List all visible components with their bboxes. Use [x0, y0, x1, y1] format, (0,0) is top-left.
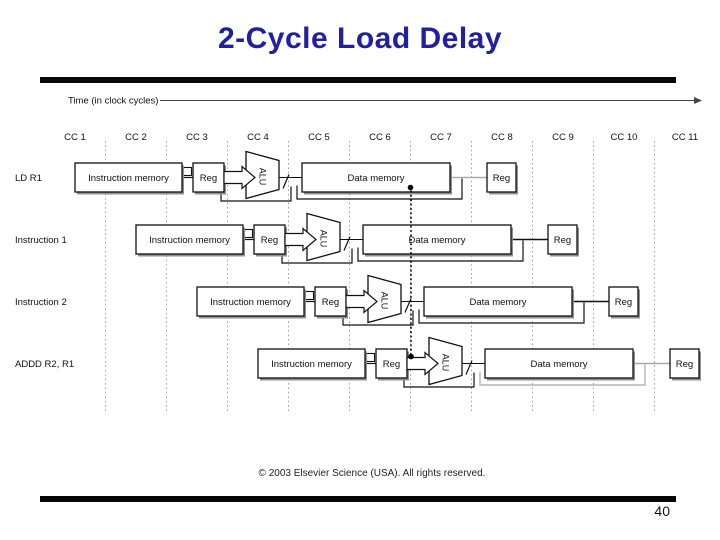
memory-bypass-path [357, 240, 524, 262]
footer-rule [40, 496, 676, 502]
clock-cycle-label: CC 9 [552, 132, 574, 143]
memory-bypass-path [479, 364, 646, 386]
stage-instruction-memory-label: Instruction memory [149, 235, 230, 246]
forwarding-target-dot [408, 353, 414, 360]
stage-alu-label: ALU [319, 230, 329, 248]
stage-register-write-label: Reg [615, 297, 632, 308]
stage-register-read [253, 224, 286, 255]
clock-cycle-label: CC 8 [491, 132, 513, 143]
stage-instruction-memory [74, 162, 183, 193]
alu-output-slash-icon [282, 174, 290, 189]
stage-alu-label: ALU [441, 354, 451, 372]
im-reg-latch [182, 166, 193, 177]
stage-register-write [608, 286, 639, 317]
memory-bypass-path [418, 302, 585, 324]
pipeline-row-addd-r2-r1: ADDD R2, R1 Instruction memory Reg ALU Data … [15, 336, 701, 388]
stage-register-read [192, 162, 225, 193]
im-reg-latch [304, 290, 315, 301]
stage-data-memory [362, 224, 512, 255]
stage-instruction-memory [135, 224, 244, 255]
stage-data-memory-label: Data memory [347, 173, 404, 184]
im-reg-latch [243, 228, 254, 239]
clock-cycle-label: CC 11 [672, 132, 698, 143]
clock-cycle-label: CC 5 [308, 132, 330, 143]
clock-cycle-label: CC 6 [369, 132, 391, 143]
stage-register-write-label: Reg [554, 235, 571, 246]
stage-instruction-memory-label: Instruction memory [88, 173, 169, 184]
stage-instruction-memory [196, 286, 305, 317]
stage-register-read-label: Reg [383, 359, 400, 370]
stage-data-memory-label: Data memory [469, 297, 526, 308]
instruction-label: Instruction 1 [15, 235, 67, 246]
clock-cycle-label: CC 10 [611, 132, 638, 143]
alu-bypass-path [403, 372, 475, 388]
alu-output-slash-icon [343, 236, 351, 251]
clock-cycle-label: CC 1 [64, 132, 86, 143]
stage-register-read-label: Reg [200, 173, 217, 184]
reg-alu-fat-arrow-icon [223, 165, 256, 190]
stage-instruction-memory [257, 348, 366, 379]
pipeline-row-instruction-1: Instruction 1 Instruction memory Reg ALU Dat… [15, 212, 579, 264]
instruction-label: LD R1 [15, 173, 42, 184]
stage-register-write-label: Reg [676, 359, 693, 370]
stage-register-read-label: Reg [322, 297, 339, 308]
title-rule [40, 77, 676, 83]
stage-data-memory [423, 286, 573, 317]
reg-alu-fat-arrow-icon [406, 351, 439, 376]
stage-register-write [486, 162, 517, 193]
slide-title: 2-Cycle Load Delay [217, 22, 503, 55]
stage-data-memory [484, 348, 634, 379]
stage-register-read-label: Reg [261, 235, 278, 246]
stage-register-write-label: Reg [493, 173, 510, 184]
instruction-label: Instruction 2 [15, 297, 67, 308]
stage-instruction-memory-label: Instruction memory [271, 359, 352, 370]
time-axis-label: Time (in clock cycles) [68, 96, 158, 107]
pipeline-row-ld-r1: LD R1 Instruction memory Reg ALU Data memory… [15, 150, 518, 202]
memory-bypass-path [296, 178, 463, 200]
stage-data-memory-label: Data memory [530, 359, 587, 370]
alu-bypass-path [281, 248, 353, 264]
stage-register-write [669, 348, 700, 379]
stage-alu-label: ALU [258, 168, 268, 186]
alu-bypass-path [220, 186, 292, 202]
stage-register-read [314, 286, 347, 317]
alu-bypass-path [342, 310, 414, 326]
pipeline-row-instruction-2: Instruction 2 Instruction memory Reg ALU Dat… [15, 274, 640, 326]
copyright-text: © 2003 Elsevier Science (USA). All right… [258, 468, 486, 479]
im-reg-latch [365, 352, 376, 363]
alu-output-slash-icon [404, 298, 412, 313]
time-axis-arrowhead-icon [694, 97, 702, 104]
clock-cycle-label: CC 3 [186, 132, 208, 143]
stage-instruction-memory-label: Instruction memory [210, 297, 291, 308]
reg-alu-fat-arrow-icon [345, 289, 378, 314]
forwarding-source-dot [407, 184, 414, 191]
instruction-label: ADDD R2, R1 [15, 359, 74, 370]
alu-output-slash-icon [465, 360, 473, 375]
stage-register-write [547, 224, 578, 255]
stage-data-memory [301, 162, 451, 193]
stage-alu-label: ALU [380, 292, 390, 310]
stage-data-memory-label: Data memory [408, 235, 465, 246]
reg-alu-fat-arrow-icon [284, 227, 317, 252]
page-number: 40 [654, 503, 670, 519]
clock-cycle-label: CC 4 [247, 132, 269, 143]
clock-cycle-label: CC 2 [125, 132, 147, 143]
stage-register-read [375, 348, 408, 379]
clock-cycle-label: CC 7 [430, 132, 452, 143]
